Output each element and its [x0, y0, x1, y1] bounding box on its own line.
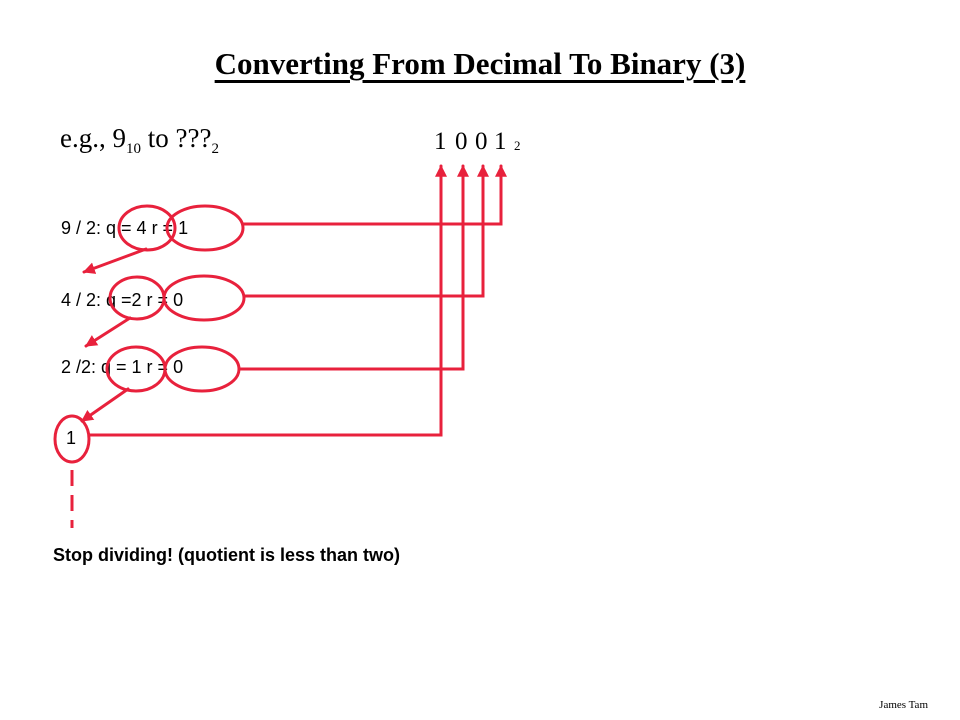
author-credit: James Tam — [879, 699, 928, 711]
final-quotient: 1 — [66, 428, 77, 448]
binary-digit-1: 1 — [434, 128, 447, 155]
quotient-arrow-1 — [82, 247, 148, 274]
example-base-to: 2 — [211, 141, 219, 157]
example-middle: to ??? — [140, 123, 212, 153]
binary-digit-4: 1 — [494, 128, 507, 155]
example-line: e.g., 910 to ???2 — [60, 123, 219, 158]
binary-digit-2: 0 — [455, 128, 468, 155]
example-base-from: 10 — [125, 141, 141, 157]
slide-title: Converting From Decimal To Binary (3) — [214, 46, 746, 81]
remainder-line-2 — [242, 164, 489, 298]
quotient-arrow-3 — [80, 387, 130, 423]
binary-digit-3: 0 — [475, 128, 488, 155]
division-step-1: 9 / 2: q = 4 r = 1 — [61, 218, 189, 238]
binary-base: 2 — [514, 138, 521, 153]
quotient-arrow-2 — [84, 316, 132, 348]
stop-note: Stop dividing! (quotient is less than tw… — [53, 545, 400, 565]
division-step-2: 4 / 2: q =2 r = 0 — [61, 290, 184, 310]
division-step-3: 2 /2: q = 1 r = 0 — [61, 357, 184, 377]
remainder-line-3 — [237, 164, 469, 371]
example-prefix: e.g., 9 — [60, 123, 126, 153]
remainder-line-1 — [241, 164, 507, 226]
